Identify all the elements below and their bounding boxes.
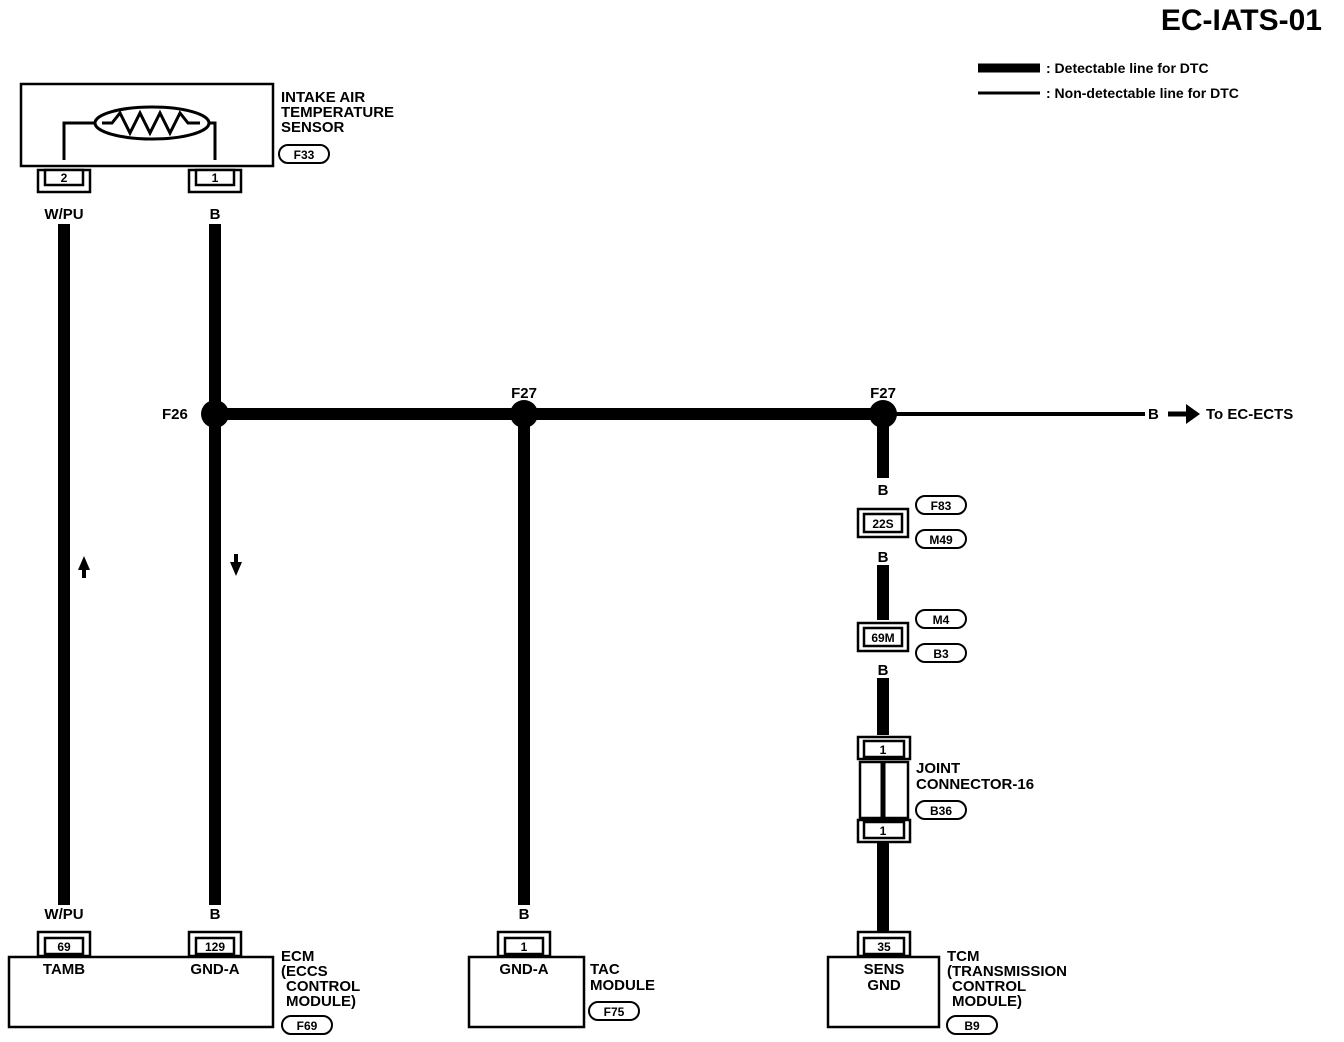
wire-label-wpu-top: W/PU xyxy=(44,206,83,223)
harness-69m-inner xyxy=(862,626,904,648)
legend-detectable-text: : Detectable line for DTC xyxy=(1046,60,1209,76)
ecm-pin-129: 129 xyxy=(205,940,225,954)
tcm-name-line-2: (TRANSMISSION xyxy=(947,963,1067,980)
harness-22s-inner xyxy=(862,512,904,534)
tcm-connector-code: B9 xyxy=(964,1019,980,1033)
to-ects-label: To EC-ECTS xyxy=(1206,406,1293,423)
joint-pin-top: 1 xyxy=(880,743,887,757)
joint-name-line-1: JOINT xyxy=(916,760,960,777)
junction-label-f27-b: F27 xyxy=(870,385,896,402)
harness-69m-top-badge xyxy=(915,609,967,629)
sensor-pin-right-box xyxy=(194,168,236,187)
sensor-pin-right: 1 xyxy=(212,171,219,185)
harness-69m-pin: 69M xyxy=(871,631,894,645)
resistor-zigzag-icon xyxy=(102,109,200,137)
sensor-lead-left xyxy=(62,121,95,160)
tac-body xyxy=(467,955,586,1029)
ecm-pin-69: 69 xyxy=(57,940,71,954)
joint-pin-bottom: 1 xyxy=(880,824,887,838)
harness-69m-bottom-code: B3 xyxy=(933,647,949,661)
ecm-pin-69-box xyxy=(43,936,85,956)
ecm-name-line-2: (ECCS xyxy=(281,963,328,980)
tcm-connector-badge xyxy=(946,1015,998,1035)
harness-22s-top-badge xyxy=(915,495,967,515)
ecm-name-line-3: CONTROL xyxy=(286,978,360,995)
arrow-down-icon xyxy=(230,554,242,576)
sensor-name-line-1: INTAKE AIR xyxy=(281,89,365,106)
sensor-name-line-3: SENSOR xyxy=(281,119,345,136)
tac-connector-badge xyxy=(588,1001,640,1021)
harness-69m-top-code: M4 xyxy=(933,613,950,627)
ecm-name-line-4: MODULE) xyxy=(286,993,356,1010)
legend-non-detectable-text: : Non-detectable line for DTC xyxy=(1046,85,1239,101)
joint-name-line-2: CONNECTOR-16 xyxy=(916,776,1034,793)
tcm-terminal-line-1: SENS xyxy=(864,961,905,978)
ecm-connector-code: F69 xyxy=(297,1019,318,1033)
diagram-title: EC-IATS-01 xyxy=(1161,4,1322,37)
tcm-terminal-line-2: GND xyxy=(867,977,901,994)
wire-label-b-tcm-3: B xyxy=(878,662,889,679)
ecm-terminal-tamb: TAMB xyxy=(43,961,85,978)
wire-label-b-ects: B xyxy=(1148,406,1159,423)
tcm-module: 35 SENS GND TCM (TRANSMISSION CONTROL MO… xyxy=(826,930,1067,1035)
sensor-name-line-2: TEMPERATURE xyxy=(281,104,394,121)
ecm-module: 69 129 TAMB GND-A ECM (ECCS CONTROL MODU… xyxy=(7,930,360,1035)
harness-connector-69m: 69M M4 B3 xyxy=(856,609,967,663)
sensor-connector-code: F33 xyxy=(294,148,315,162)
joint-pin-bottom-box xyxy=(862,820,906,840)
harness-22s-bottom-badge xyxy=(915,529,967,549)
intake-air-temperature-sensor: INTAKE AIR TEMPERATURE SENSOR F33 2 1 xyxy=(19,82,394,194)
wire-label-b-ecm: B xyxy=(210,906,221,923)
joint-pin-top-box xyxy=(862,739,906,759)
tac-pin: 1 xyxy=(521,940,528,954)
harness-22s-pin: 22S xyxy=(872,517,893,531)
harness-connector-22s: 22S F83 M49 xyxy=(856,495,967,549)
ecm-name-line-1: ECM xyxy=(281,948,314,965)
junction-label-f27-a: F27 xyxy=(511,385,537,402)
junction-f27-a xyxy=(510,400,538,428)
tac-pin-box xyxy=(503,936,545,956)
legend: : Detectable line for DTC : Non-detectab… xyxy=(978,60,1239,101)
wire-label-b-tac: B xyxy=(519,906,530,923)
harness-22s-bottom-code: M49 xyxy=(929,533,953,547)
harness-69m-bottom-badge xyxy=(915,643,967,663)
sensor-pin-left: 2 xyxy=(61,171,68,185)
junction-f26 xyxy=(201,400,229,428)
tac-terminal-gnd-a: GND-A xyxy=(499,961,548,978)
sensor-pin-left-box xyxy=(43,168,85,187)
tac-module: 1 GND-A TAC MODULE F75 xyxy=(467,930,655,1029)
ecm-pin-129-box xyxy=(194,936,236,956)
wire-label-b-tcm-2: B xyxy=(878,549,889,566)
joint-connector-badge xyxy=(915,800,967,820)
wire-label-b-tcm-1: B xyxy=(878,482,889,499)
tac-name-line-2: MODULE xyxy=(590,977,655,994)
tac-name-line-1: TAC xyxy=(590,961,620,978)
tac-connector-code: F75 xyxy=(604,1005,625,1019)
ecm-connector-badge xyxy=(281,1015,333,1035)
joint-connector-code: B36 xyxy=(930,804,952,818)
sensor-connector-badge xyxy=(278,144,330,164)
arrow-up-icon xyxy=(78,556,90,578)
joint-connector-16: 1 1 JOINT CONNECTOR-16 B36 xyxy=(856,735,1034,844)
wire-label-wpu-bottom: W/PU xyxy=(44,906,83,923)
ecm-body xyxy=(7,955,275,1029)
wire-label-b-top: B xyxy=(210,206,221,223)
wire-label-b-tcm-4: B xyxy=(878,857,889,874)
tcm-body xyxy=(826,955,941,1029)
tcm-name-line-3: CONTROL xyxy=(952,978,1026,995)
arrow-right-icon xyxy=(1186,404,1200,424)
junction-label-f26: F26 xyxy=(162,406,188,423)
tcm-name-line-4: MODULE) xyxy=(952,993,1022,1010)
junction-f27-b xyxy=(869,400,897,428)
tcm-pin: 35 xyxy=(877,940,891,954)
ecm-terminal-gnd-a: GND-A xyxy=(190,961,239,978)
harness-22s-top-code: F83 xyxy=(931,499,952,513)
tcm-pin-box xyxy=(862,936,906,956)
tcm-name-line-1: TCM xyxy=(947,948,980,965)
